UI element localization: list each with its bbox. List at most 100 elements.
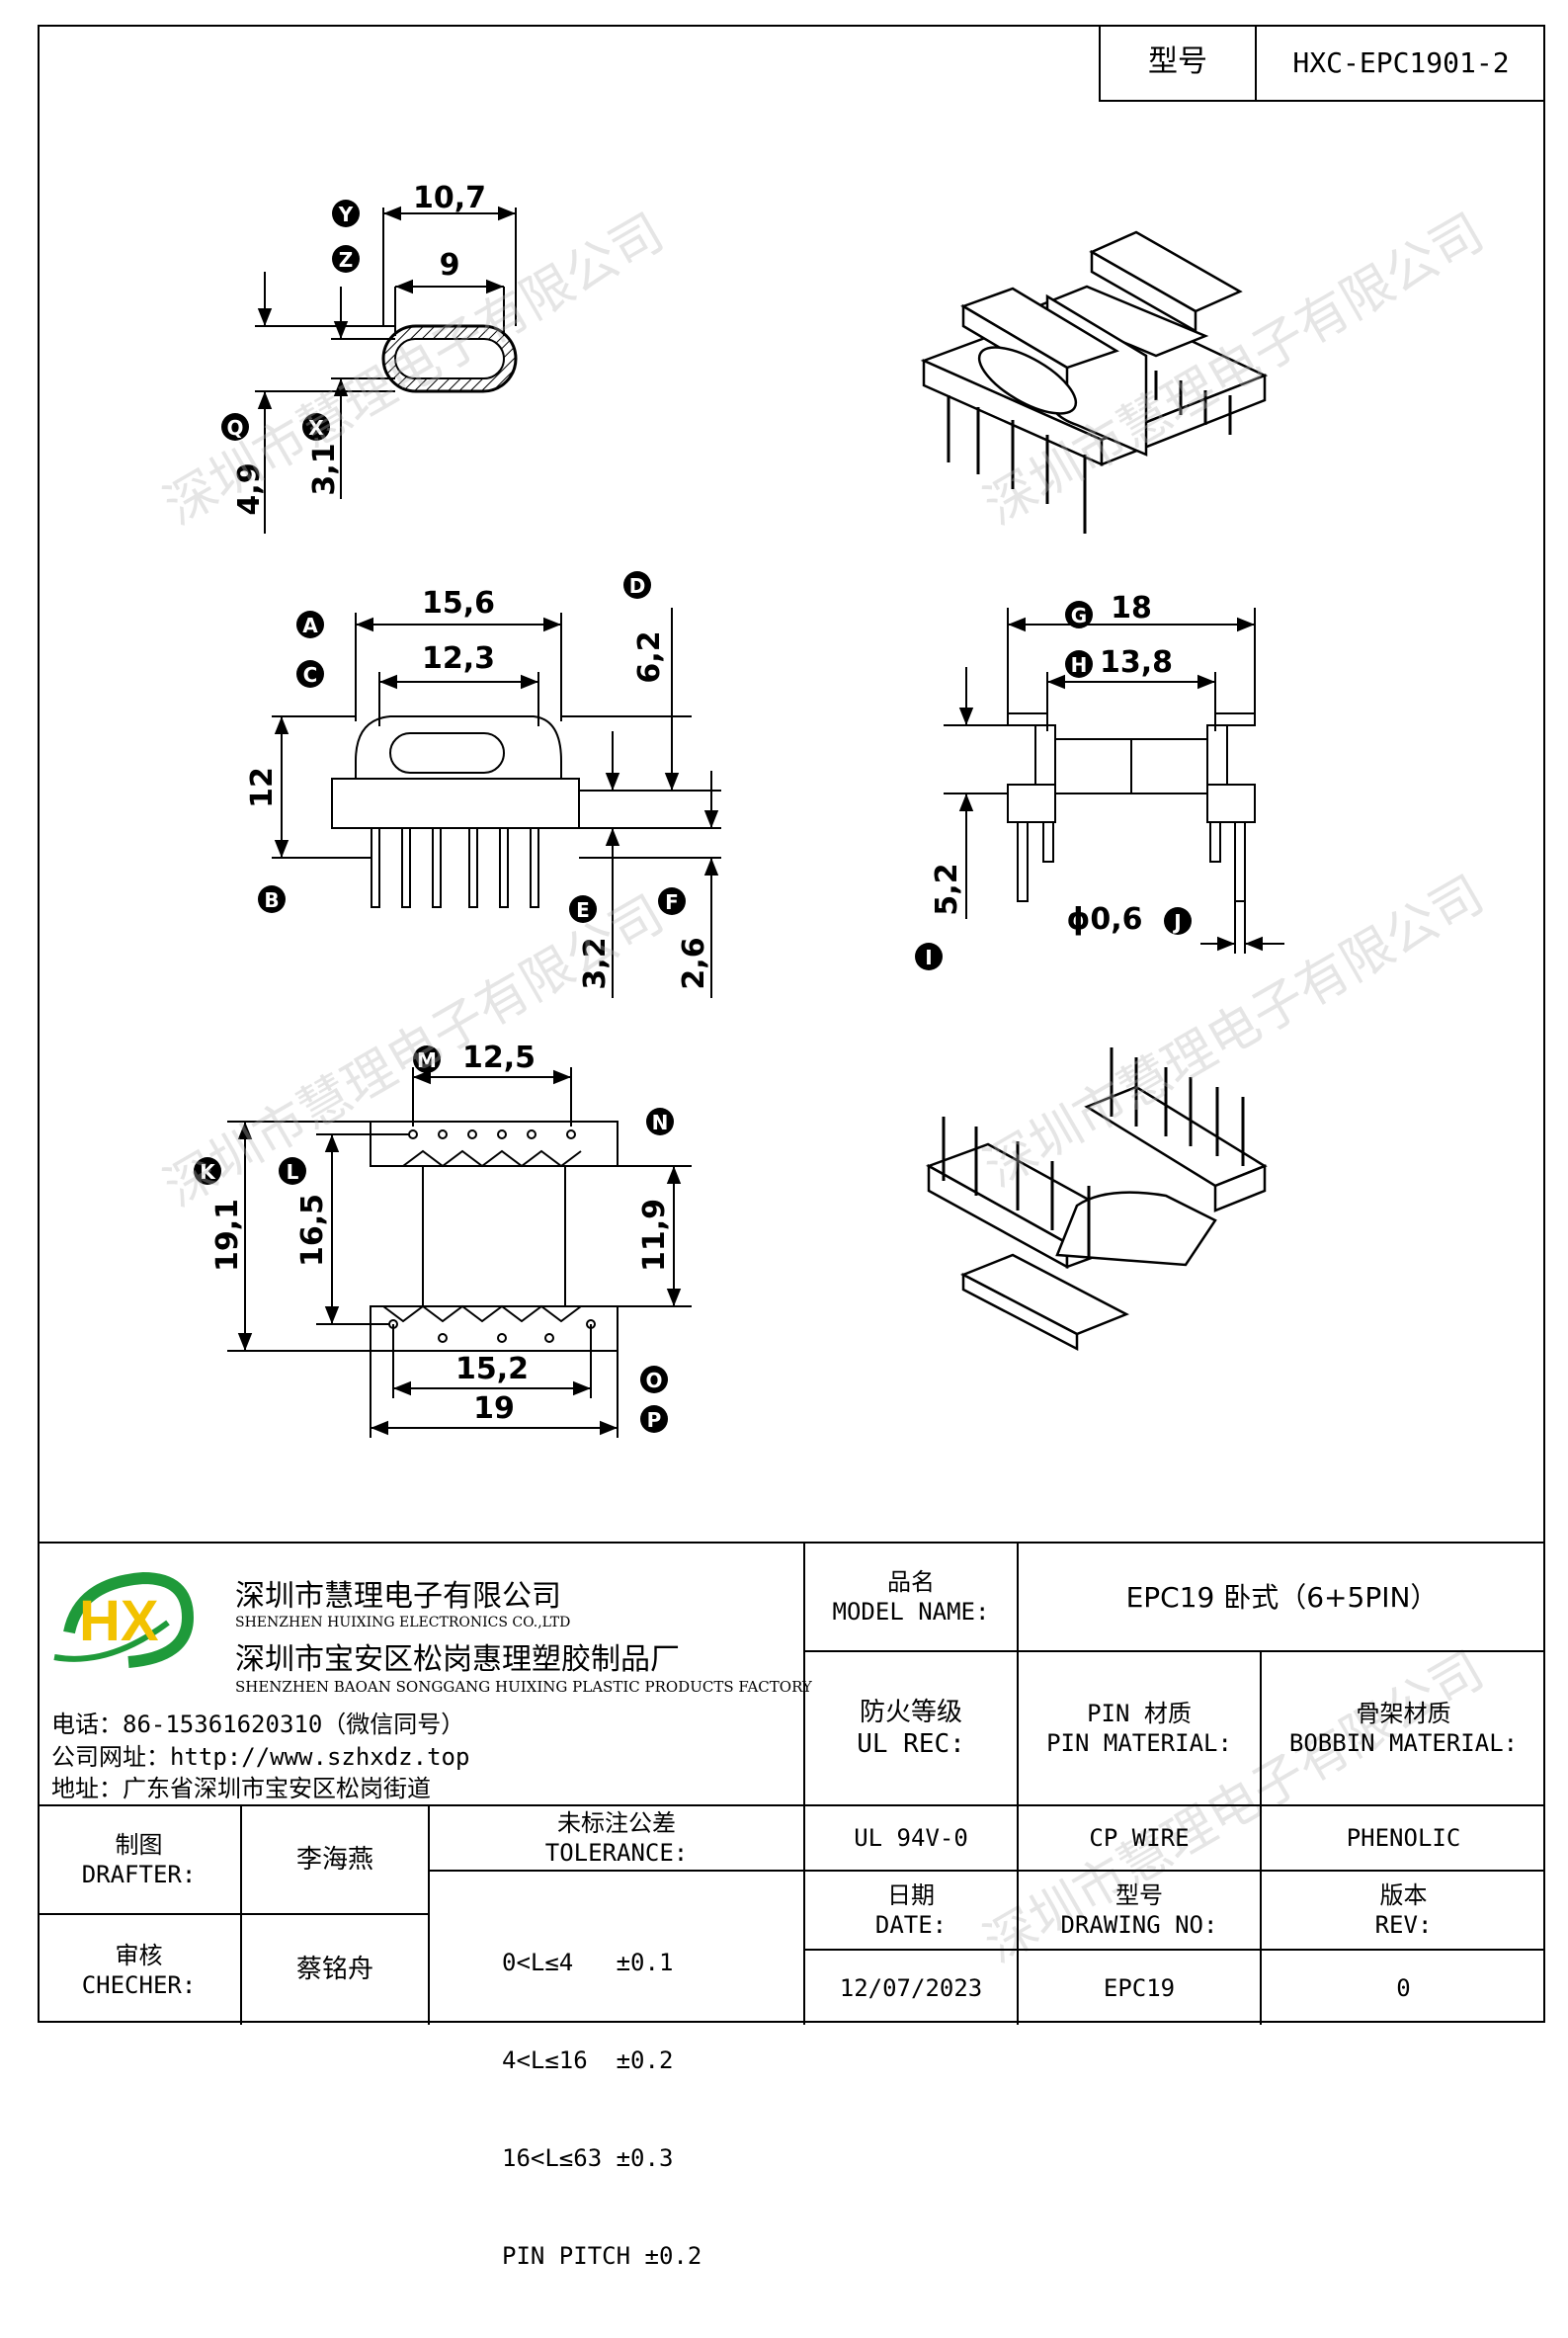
dim-l: 16,5 [295,1194,330,1267]
label-o: O [640,1366,668,1393]
label-l: L [279,1157,306,1185]
label-b: B [258,885,286,913]
svg-text:Z: Z [339,248,354,272]
label-m: M [413,1045,441,1073]
dim-inner-height: 3,1 [307,443,342,495]
label-z: Z [332,245,360,273]
ul-rec-value: UL 94V-0 [854,1824,968,1852]
dim-m: 12,5 [462,1041,536,1075]
tolerance-row: PIN PITCH ±0.2 [502,2242,702,2270]
pin-material-label: PIN 材质 PIN MATERIAL: [1046,1700,1232,1757]
svg-text:H: H [1071,653,1088,677]
pins-iso-top [947,371,1232,534]
product-name-value: EPC19 卧式（6+5PIN） [1125,1580,1439,1614]
svg-text:Y: Y [338,203,354,226]
svg-text:B: B [264,888,279,912]
model-header-label: 型号 [1101,25,1257,100]
bottom-view: 12,5 19,1 16,5 11,9 15,2 19 M N K L O P [194,1041,692,1438]
company-logo: HX [49,1563,198,1672]
svg-text:N: N [652,1111,669,1134]
tolerance-label: 未标注公差 TOLERANCE: [544,1809,689,1867]
svg-text:P: P [647,1408,662,1432]
label-f: F [658,887,686,915]
label-e: E [569,895,597,923]
dim-inner-width: 9 [440,248,460,283]
bobbin-material-label: 骨架材质 BOBBIN MATERIAL: [1288,1700,1519,1757]
dim-i: 5,2 [930,863,964,915]
label-c: C [296,660,324,688]
bobbin-material-value: PHENOLIC [1346,1824,1461,1852]
label-n: N [646,1108,674,1135]
dim-h: 13,8 [1100,645,1173,680]
svg-text:F: F [665,890,679,914]
svg-text:E: E [576,898,590,922]
svg-text:HX: HX [79,1589,159,1653]
label-g: G [1065,601,1093,628]
drafter-name: 李海燕 [295,1844,373,1875]
label-h: H [1065,650,1093,678]
pins-front [371,827,539,908]
svg-text:G: G [1071,604,1087,627]
tolerance-row: 16<L≤63 ±0.3 [502,2144,674,2172]
svg-text:C: C [303,663,318,687]
drawing-frame [38,25,1545,2023]
date-value: 12/07/2023 [839,1973,983,2002]
dim-g: 18 [1111,591,1152,626]
label-y: Y [332,200,360,227]
dim-height: 12 [245,767,280,808]
dim-j: ϕ0,6 [1066,902,1142,937]
section-view: 10,7 9 4,9 3,1 Y Z Q X [221,181,518,534]
label-p: P [640,1405,668,1433]
side-view: 18 13,8 5,2 ϕ0,6 G H I J [915,591,1284,970]
company-website: 公司网址：http://www.szhxdz.top [51,1743,470,1771]
label-x: X [302,413,330,441]
model-header-box: 型号 HXC-EPC1901-2 [1099,25,1545,102]
dim-p: 19 [473,1391,515,1426]
dim-f: 2,6 [677,937,711,989]
svg-text:Q: Q [226,416,243,440]
company-name-cn-1: 深圳市慧理电子有限公司 [235,1579,561,1614]
svg-text:M: M [417,1048,437,1072]
dim-k: 19,1 [210,1199,245,1272]
title-block: HX 深圳市慧理电子有限公司 SHENZHEN HUIXING ELECTRON… [38,1542,1545,2270]
company-name-en-1: SHENZHEN HUIXING ELECTRONICS CO.,LTD [235,1615,571,1630]
ul-rec-label: 防火等级 UL REC: [857,1697,965,1760]
pin-holes [388,1129,596,1343]
label-k: K [194,1157,221,1185]
dim-n: 11,9 [637,1199,672,1272]
dim-d: 6,2 [632,630,667,683]
svg-text:D: D [629,574,646,598]
dim-e: 3,2 [578,937,613,989]
pin-material-value: CP WIRE [1089,1824,1190,1852]
svg-text:A: A [302,614,318,637]
pins-iso-bottom [942,1047,1245,1257]
dim-c: 12,3 [422,641,495,676]
drawing-no-value: EPC19 [1103,1973,1176,2002]
model-header-value: HXC-EPC1901-2 [1292,45,1510,79]
technical-drawing: 10,7 9 4,9 3,1 Y Z Q X [194,181,1284,1438]
tolerance-row: 4<L≤16 ±0.2 [502,2046,674,2074]
svg-text:L: L [287,1160,299,1184]
front-view: 15,6 12,3 12 6,2 3,2 2,6 A C B D E F [245,571,721,998]
dim-outer-width: 10,7 [413,181,486,215]
company-name-en-2: SHENZHEN BAOAN SONGGANG HUIXING PLASTIC … [235,1678,812,1696]
svg-text:K: K [200,1160,216,1184]
rev-label: 版本 REV: [1374,1881,1433,1939]
drawing-no-label: 型号 DRAWING NO: [1060,1881,1218,1939]
label-q: Q [221,413,249,441]
isometric-view-top [920,230,1269,534]
svg-text:J: J [1172,910,1181,934]
product-name-label: 品名 MODEL NAME: [832,1568,990,1626]
label-i: I [915,943,943,970]
drafter-label: 制图 DRAFTER: [81,1831,197,1888]
date-label: 日期 DATE: [874,1881,948,1939]
company-name-cn-2: 深圳市宝安区松岗惠理塑胶制品厂 [235,1642,680,1677]
svg-text:O: O [645,1369,662,1392]
label-a: A [296,611,324,638]
isometric-view-bottom [926,1047,1268,1352]
company-address: 地址：广东省深圳市宝安区松岗街道 [51,1775,431,1802]
dim-a: 15,6 [422,586,495,621]
company-phone: 电话：86-15361620310（微信同号） [51,1711,465,1738]
dim-outer-height: 4,9 [232,462,267,515]
tolerance-list: 0<L≤4 ±0.1 4<L≤16 ±0.2 16<L≤63 ±0.3 PIN … [502,1881,701,2338]
